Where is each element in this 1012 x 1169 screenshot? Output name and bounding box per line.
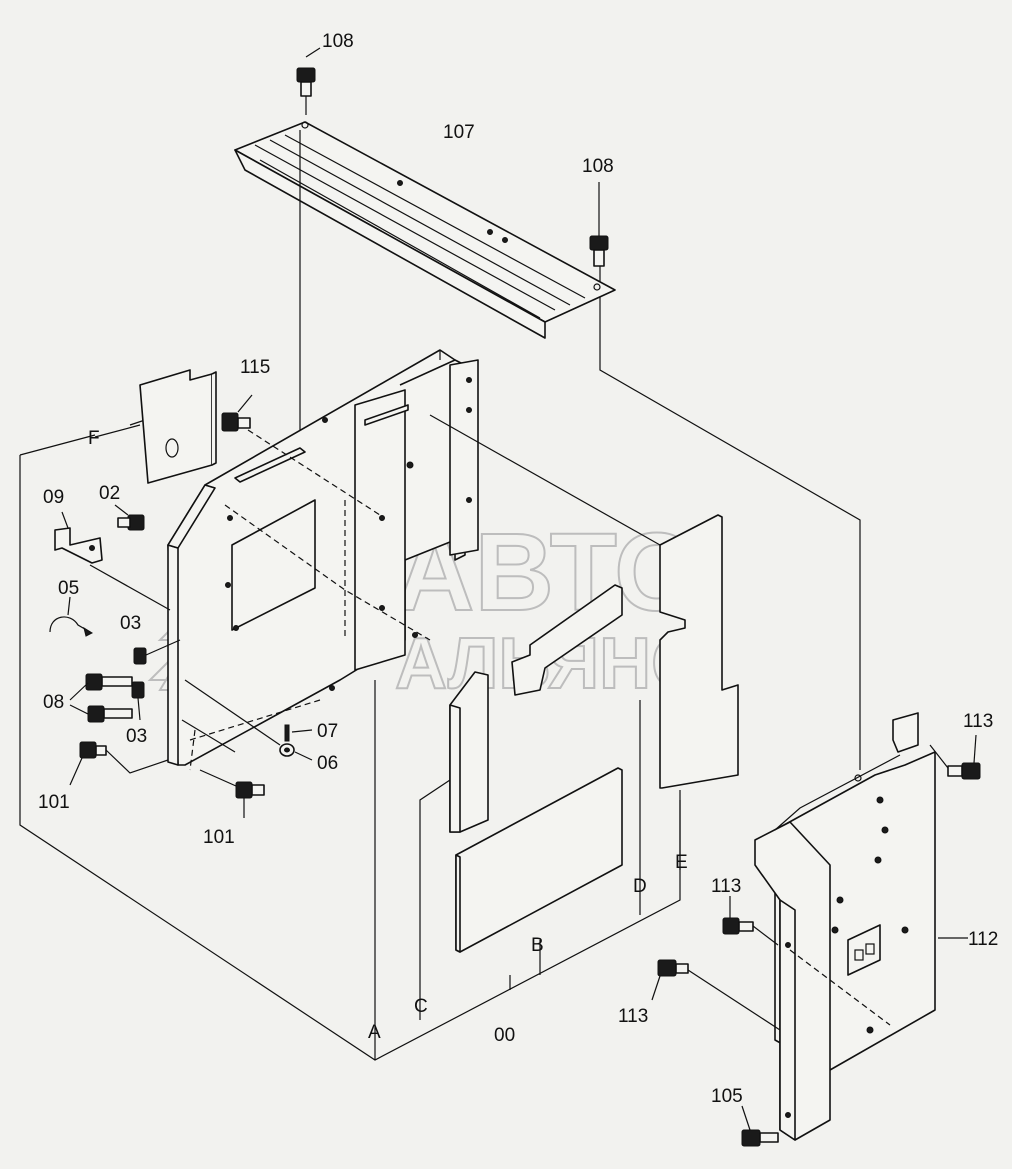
bracket-09 [54,511,171,611]
callout-F: F [88,428,100,449]
callout-101-lower: 101 [203,827,235,848]
bolt-108-right [589,182,609,267]
bracket-assembly-112 [754,712,968,1141]
screw-07 [284,724,313,742]
callout-107: 107 [443,122,475,143]
callout-E: E [675,852,688,873]
pad-B [455,767,623,953]
side-panel [167,349,479,766]
leader-E-line [429,414,661,546]
bolt-113-low [651,959,781,1031]
callout-06: 06 [317,753,338,774]
callout-labels: 108 107 108 115 F 09 02 05 03 08 03 07 0… [38,31,998,1107]
bolt-101-left [69,741,169,786]
bolt-08-lower [87,705,133,723]
nut-03-lower [131,681,145,721]
top-rail-107 [234,121,616,339]
callout-B: B [531,935,544,956]
bolt-02 [114,504,145,531]
callout-113-low: 113 [618,1006,648,1027]
callout-105: 105 [711,1086,743,1107]
bolt-115 [221,394,253,432]
callout-00: 00 [494,1025,515,1046]
clip-05 [49,596,94,637]
callout-D: D [633,876,647,897]
callout-112: 112 [968,929,998,950]
callout-07: 07 [317,721,338,742]
bolt-08-upper [85,673,133,691]
bolt-108-top [296,47,321,115]
pad-E [659,514,739,789]
dashed-lines [181,429,431,771]
callout-03-upper: 03 [120,613,141,634]
assembly-outline [19,265,861,1061]
callout-03-lower: 03 [126,726,147,747]
callout-113-top: 113 [963,711,993,732]
callout-09: 09 [43,487,64,508]
nut-03-upper [133,639,181,665]
pad-F [94,369,217,484]
callout-115: 115 [240,357,270,378]
callout-108-top: 108 [322,31,354,52]
leader-08 [69,682,89,715]
callout-A: A [368,1022,381,1043]
callout-02: 02 [99,483,120,504]
pad-C [449,671,489,833]
bolt-113-mid [722,896,779,946]
callout-05: 05 [58,578,79,599]
callout-C: C [414,996,428,1017]
callout-101-left: 101 [38,792,70,813]
bolt-105 [741,1105,779,1147]
callout-108-right: 108 [582,156,614,177]
bolt-101-lower [199,769,265,818]
callout-113-mid: 113 [711,876,741,897]
callout-08: 08 [43,692,64,713]
washer-06 [279,743,313,761]
pad-D [511,584,623,696]
bolt-113-top [929,734,981,780]
